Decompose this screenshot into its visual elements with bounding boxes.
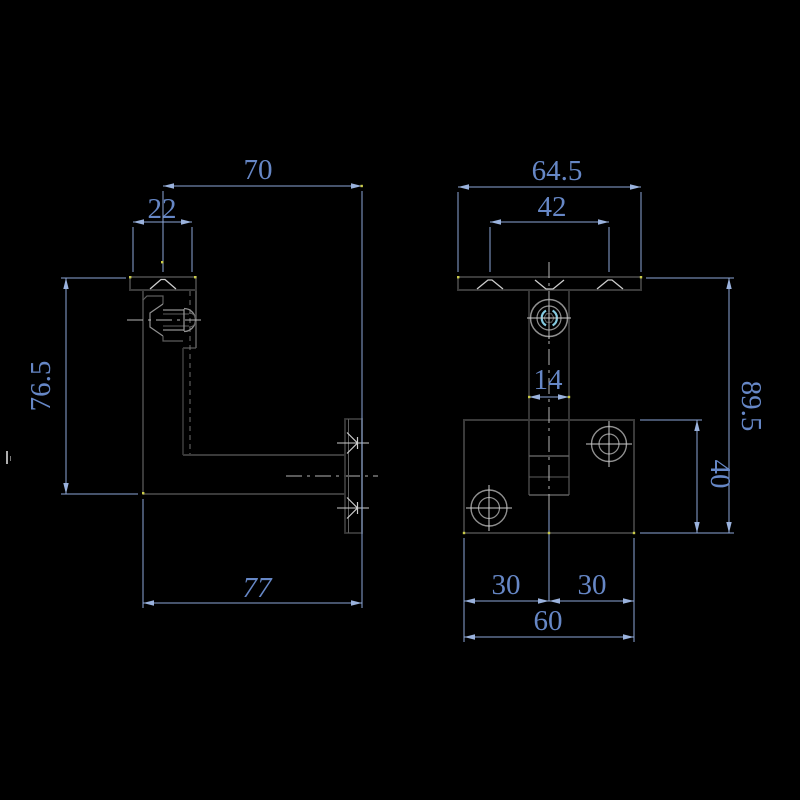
dim-14: 14: [529, 364, 569, 400]
plate-countersink-left: [476, 279, 504, 290]
plate-hole-lower-left: [466, 485, 512, 531]
plate-countersink-center: [534, 279, 565, 290]
wall-plate-hole-bottom: [337, 497, 369, 519]
dim-42-label: 42: [538, 191, 567, 223]
dim-42: 42: [489, 191, 610, 272]
dim-30-pair: 30 30: [463, 510, 635, 606]
dim-89-5-label: 89.5: [735, 381, 767, 432]
dim-64-5: 64.5: [457, 155, 642, 272]
dim-70: 70: [162, 154, 363, 608]
saddle-bar: [129, 276, 197, 291]
plate-countersink-right: [596, 279, 624, 290]
endpoint-markers: [129, 184, 643, 535]
left-edge-artifact: [6, 451, 11, 464]
saddle-countersink: [149, 278, 177, 290]
wall-plate-hole-top: [337, 432, 369, 454]
dim-77-label: 77: [243, 572, 274, 604]
dim-89-5: 89.5: [640, 277, 767, 534]
set-screw-side: [163, 307, 197, 333]
dim-40-label: 40: [704, 460, 736, 489]
dim-60-label: 60: [534, 605, 563, 637]
dim-40: 40: [640, 419, 736, 533]
dim-22-label: 22: [148, 193, 177, 225]
dim-60: 60: [463, 605, 635, 642]
side-view: [127, 276, 378, 534]
dim-76-5-label: 76.5: [25, 361, 57, 412]
dim-64-5-label: 64.5: [532, 155, 583, 187]
dim-14-label: 14: [534, 364, 564, 396]
dim-77: 77: [142, 499, 362, 608]
dim-30-right-label: 30: [578, 569, 607, 601]
plate-hole-upper-right: [586, 421, 632, 467]
dim-76-5: 76.5: [25, 277, 138, 495]
dim-22: 22: [132, 193, 193, 272]
dim-30-left-label: 30: [492, 569, 521, 601]
front-view: [457, 262, 642, 547]
dim-70-label: 70: [244, 154, 273, 186]
